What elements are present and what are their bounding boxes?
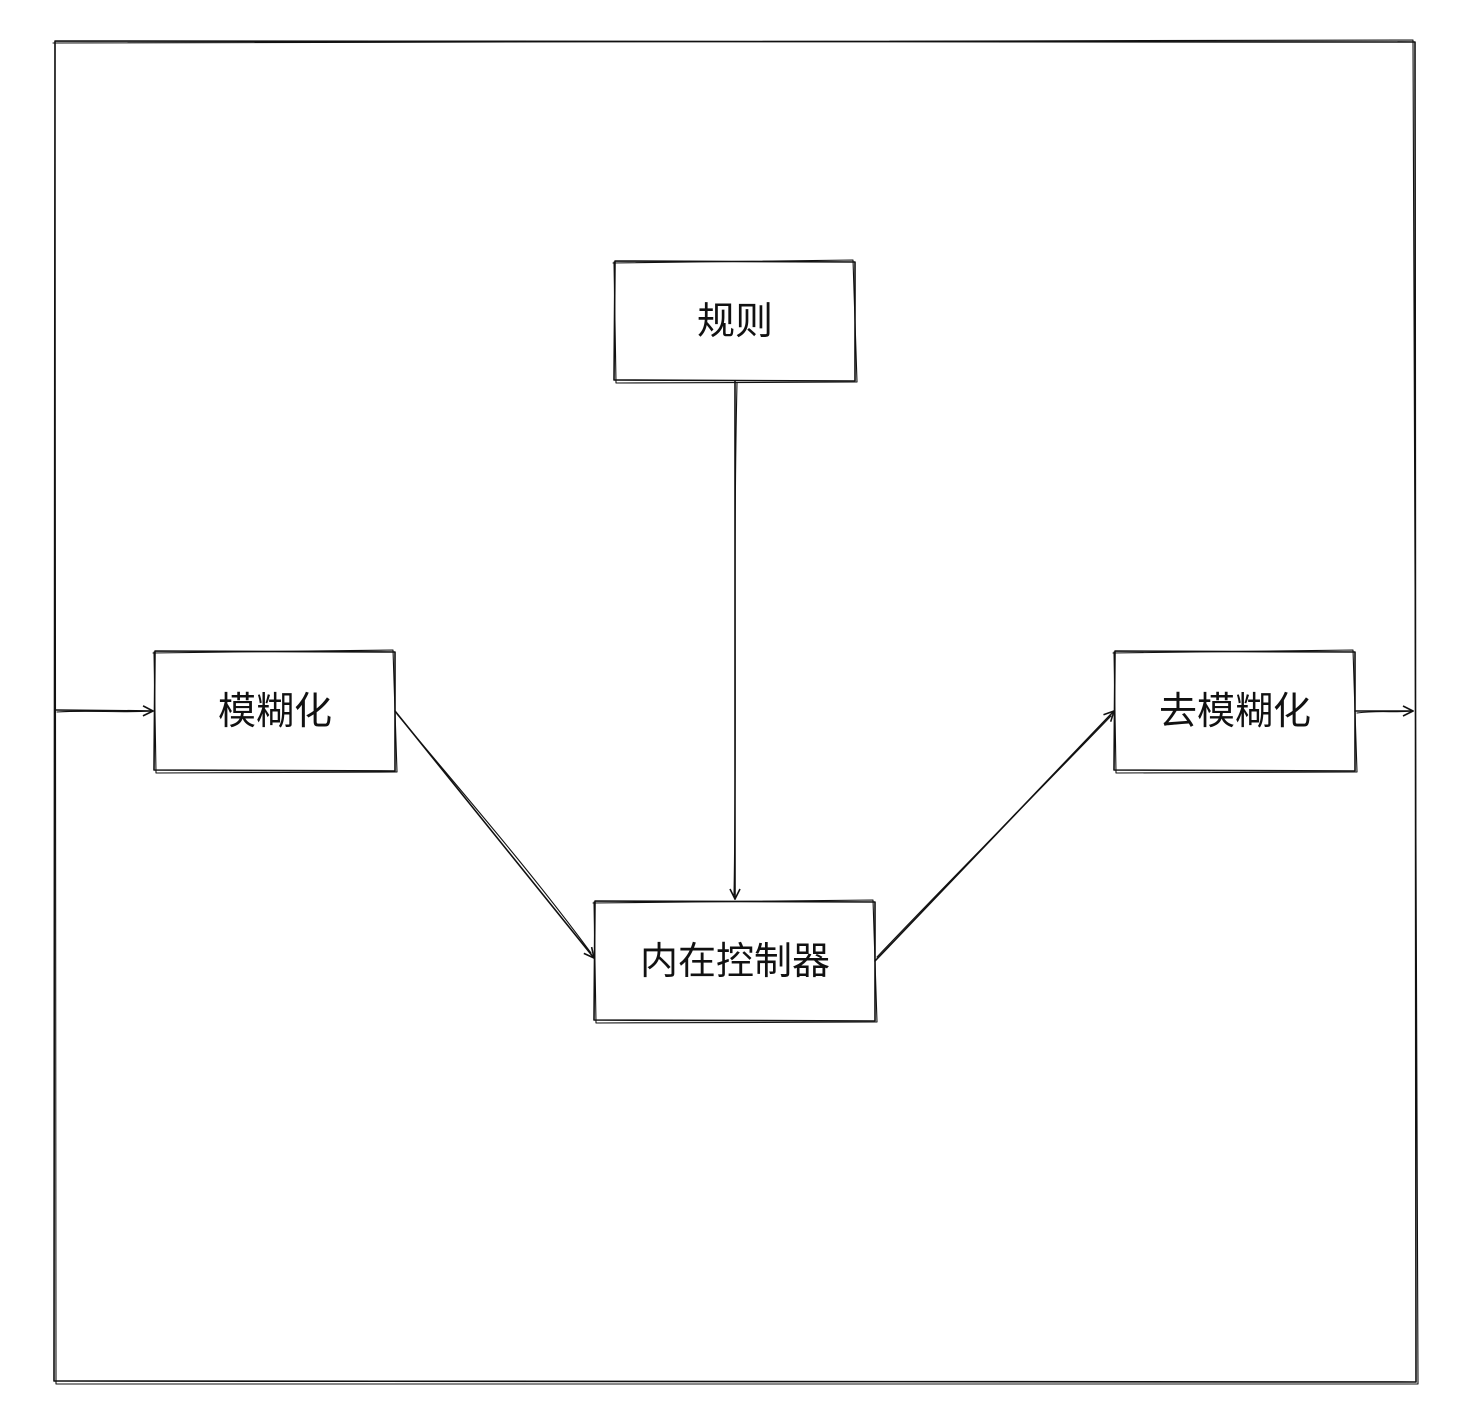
- node-fuzzify[interactable]: 模糊化: [152, 649, 398, 774]
- system-boundary: [52, 39, 1419, 1385]
- node-defuzzify-label: 去模糊化: [1159, 689, 1311, 733]
- edge-defuzzify-to-output: [1354, 705, 1414, 717]
- edge-fuzzify-to-inference: [394, 710, 595, 959]
- edge-inference-to-defuzzify: [874, 710, 1115, 962]
- node-defuzzify[interactable]: 去模糊化: [1112, 649, 1358, 774]
- edge-rules-to-inference: [729, 380, 741, 900]
- node-rules-label: 规则: [697, 299, 773, 343]
- node-fuzzify-label: 模糊化: [218, 689, 332, 733]
- node-rules[interactable]: 规则: [612, 259, 858, 384]
- edge-input-to-fuzzify: [55, 705, 154, 717]
- node-inference[interactable]: 内在控制器: [592, 899, 878, 1024]
- node-inference-label: 内在控制器: [640, 939, 830, 983]
